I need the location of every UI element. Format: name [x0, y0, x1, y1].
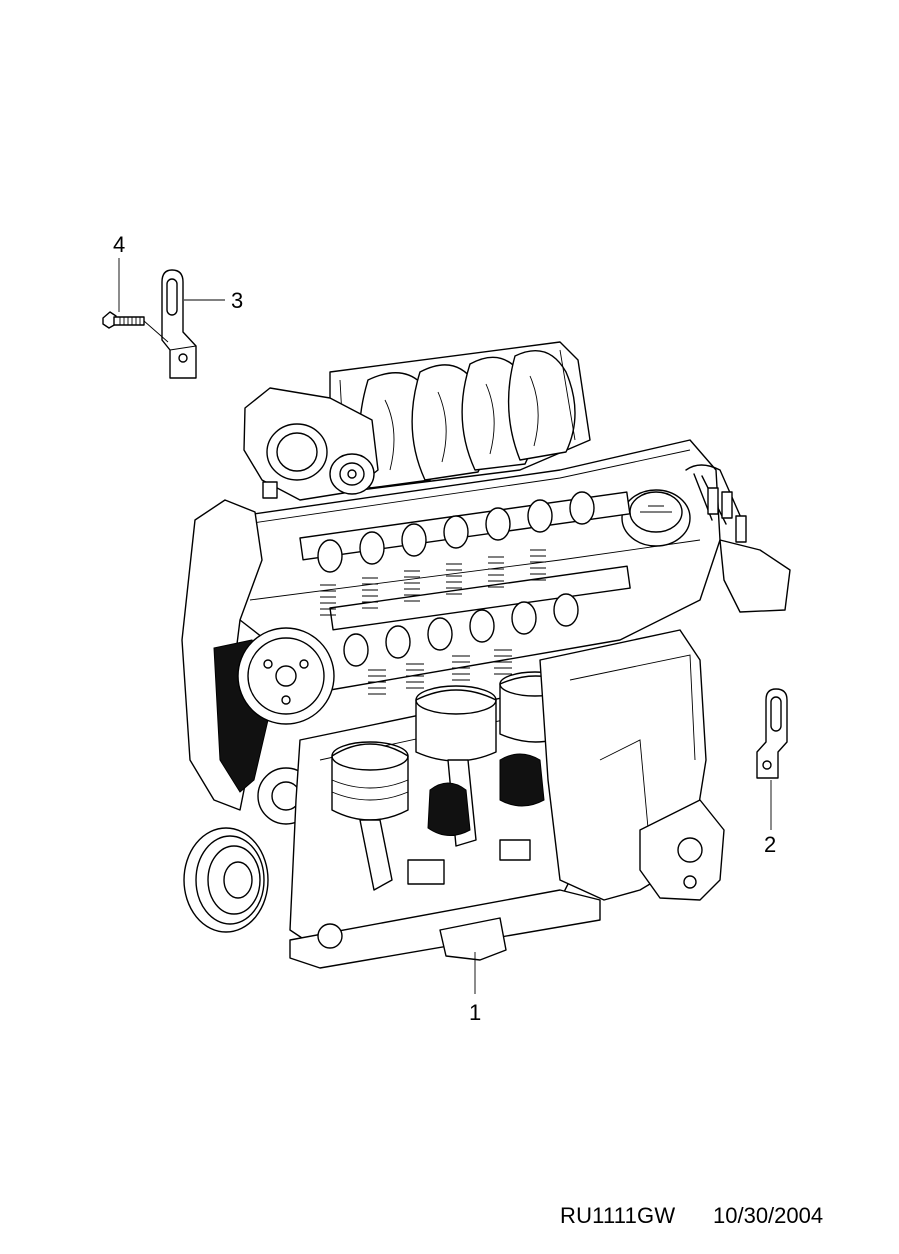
engine-assembly-part-1	[181, 341, 791, 969]
callout-1: 1	[469, 1000, 481, 1025]
callout-3: 3	[231, 288, 243, 313]
ignition-leads	[685, 464, 791, 613]
valve-springs	[320, 549, 546, 695]
crankshaft-pulley	[183, 827, 269, 933]
drawing-code: RU1111GW	[560, 1203, 676, 1228]
bolt-part-4	[102, 311, 145, 329]
throttle-body	[243, 387, 379, 501]
starter-housing	[639, 799, 725, 901]
leader-line-3-to-bolt	[143, 320, 169, 343]
cam-sprocket	[237, 627, 335, 725]
oil-filler-cap	[621, 489, 691, 547]
drawing-date: 10/30/2004	[713, 1203, 824, 1228]
camshafts	[299, 491, 631, 667]
callout-4: 4	[113, 232, 125, 257]
oil-pan	[289, 889, 601, 969]
bracket-part-3	[161, 269, 197, 379]
connecting-rods	[359, 753, 545, 891]
bracket-part-2	[756, 688, 788, 779]
intake-manifold	[329, 341, 591, 491]
callout-2: 2	[764, 832, 776, 857]
